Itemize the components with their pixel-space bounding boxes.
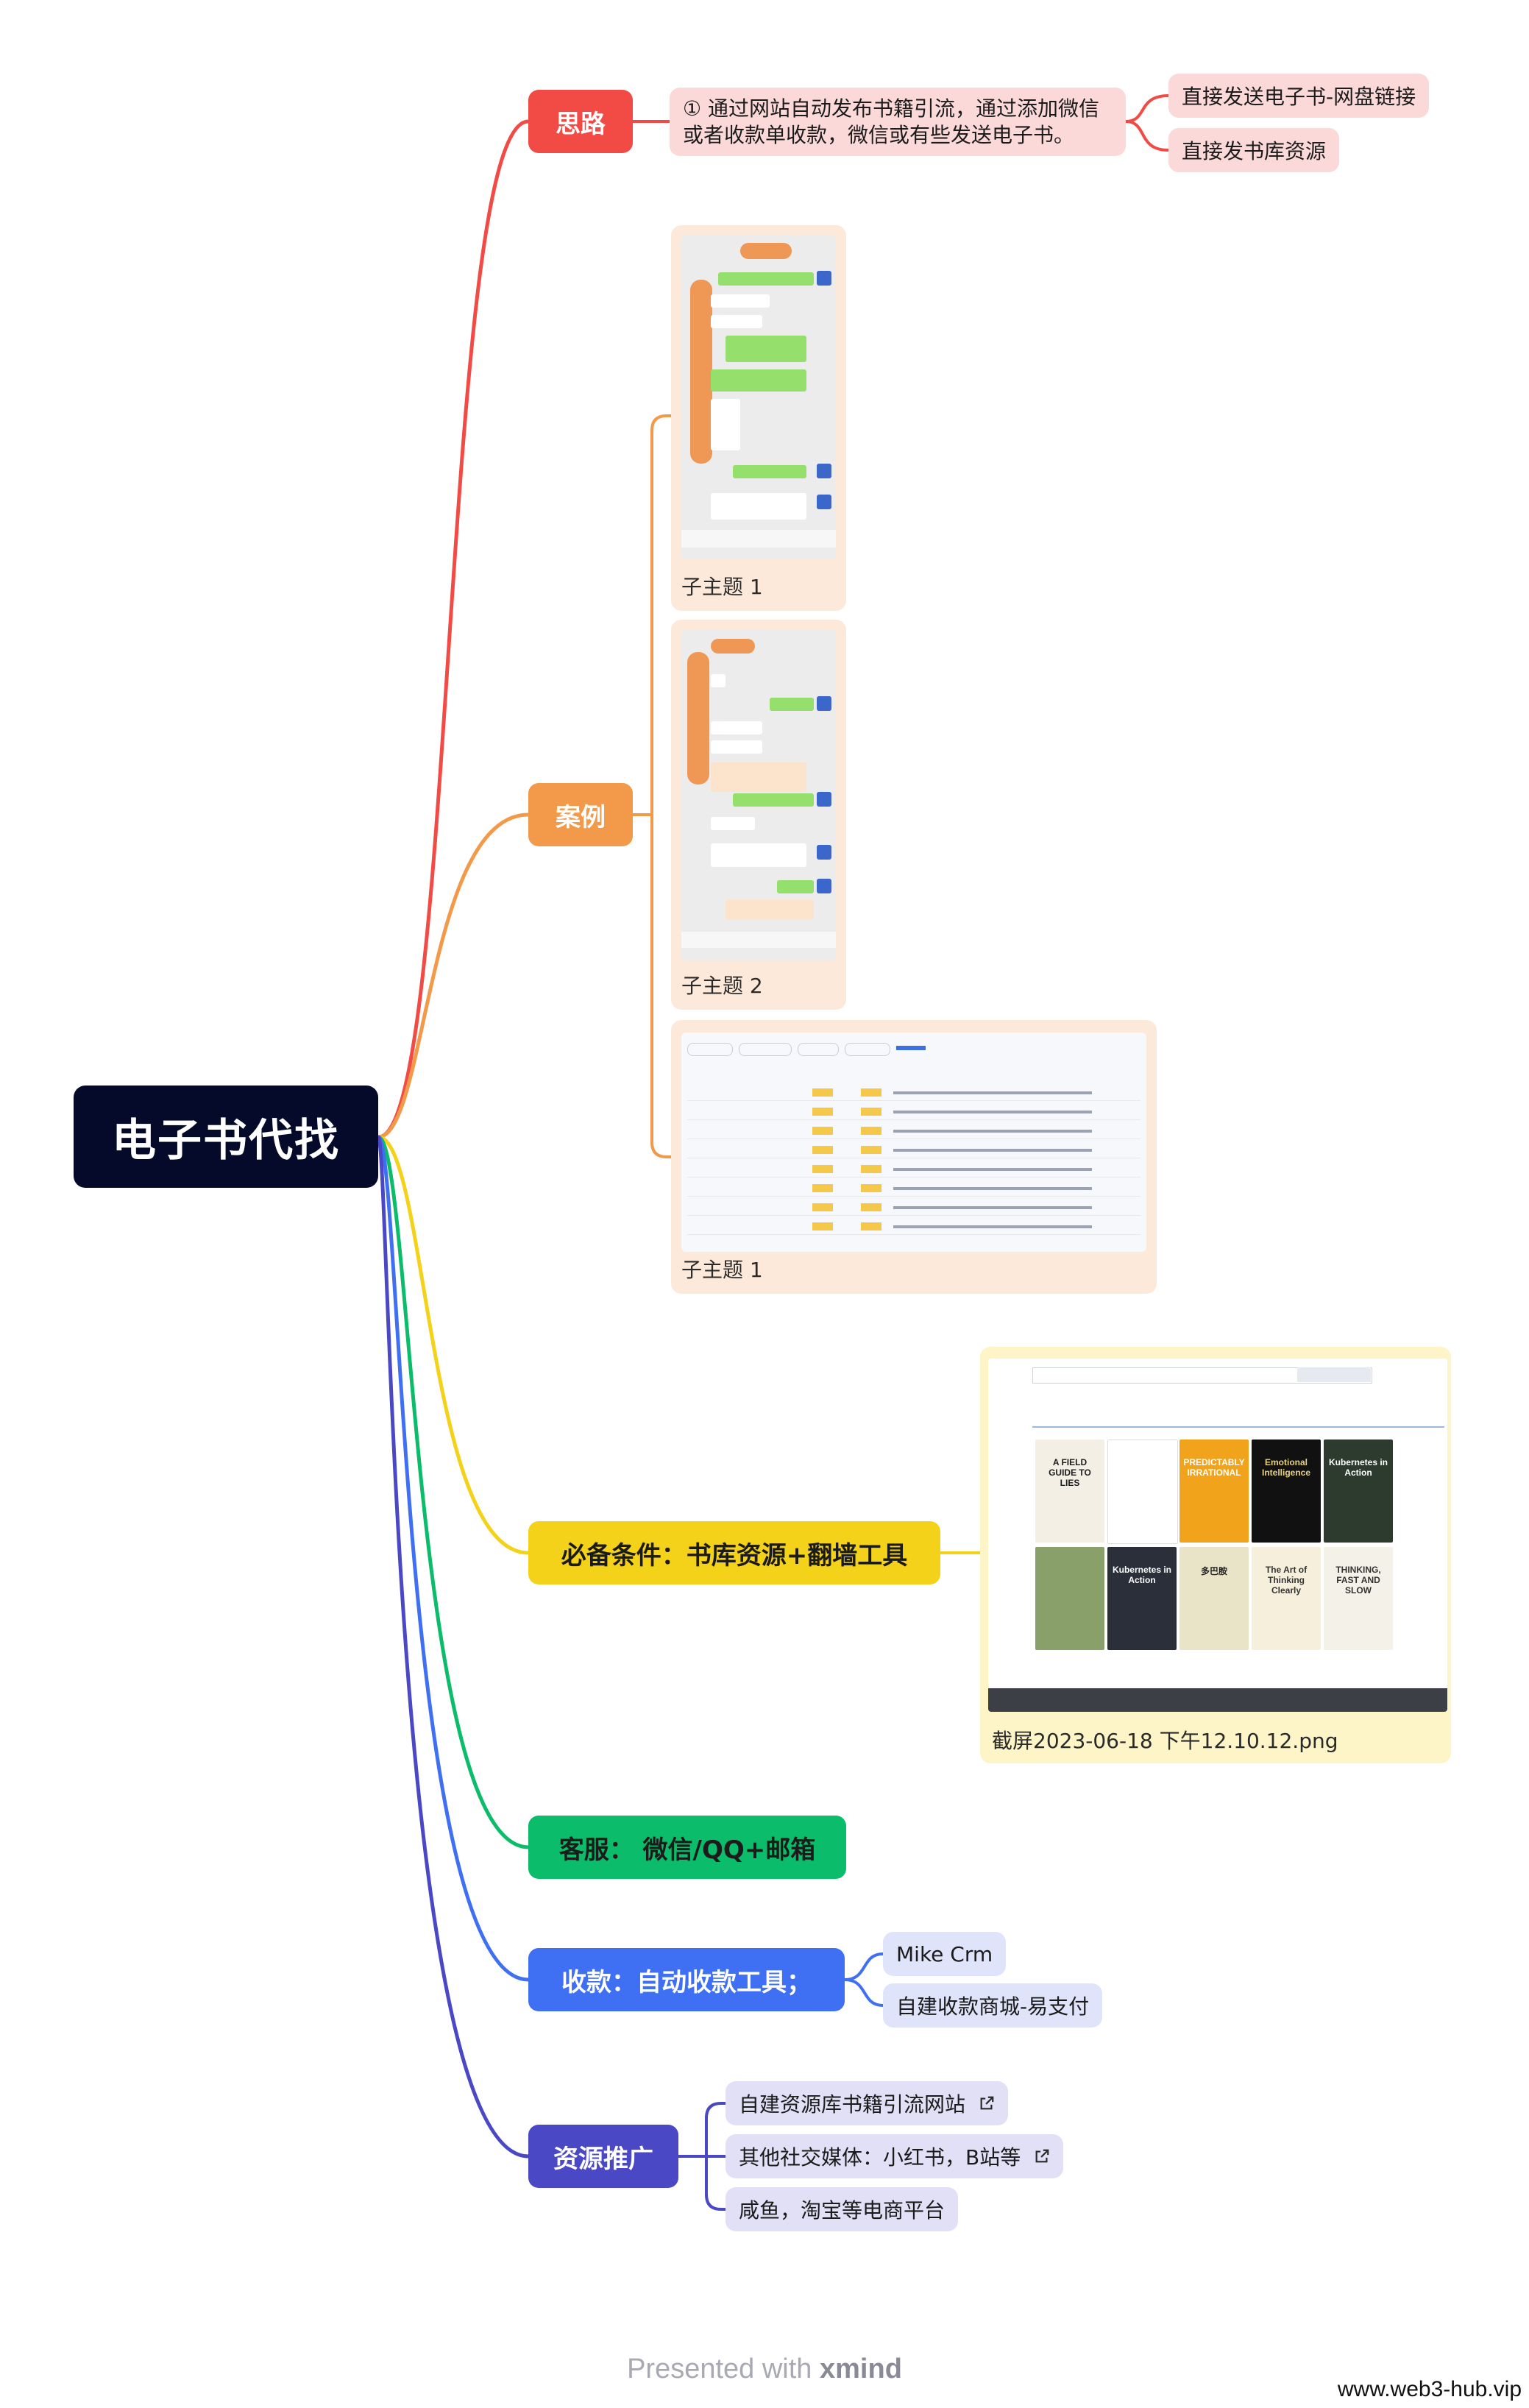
footer-prefix: Presented with (627, 2354, 820, 2384)
library-screenshot: A FIELD GUIDE TO LIES PREDICTABLY IRRATI… (988, 1359, 1447, 1712)
payment-child-mikecrm[interactable]: Mike Crm (883, 1932, 1007, 1976)
case-card-3-caption: 子主题 1 (681, 1258, 763, 1282)
idea-child-library[interactable]: 直接发书库资源 (1168, 128, 1340, 172)
topic-requirements[interactable]: 必备条件：书库资源+翻墙工具 (528, 1521, 940, 1584)
idea-detail[interactable]: ① 通过网站自动发布书籍引流，通过添加微信或者收款单收款，微信或有些发送电子书。 (670, 88, 1126, 156)
topic-payment[interactable]: 收款：自动收款工具； (528, 1948, 845, 2011)
idea-child-netdisk[interactable]: 直接发送电子书-网盘链接 (1168, 74, 1430, 118)
root-topic[interactable]: 电子书代找 (74, 1086, 378, 1188)
topic-cases[interactable]: 案例 (528, 783, 633, 846)
promotion-child-website-label: 自建资源库书籍引流网站 (739, 2092, 966, 2117)
library-screenshot-caption: 截屏2023-06-18 下午12.10.12.png (992, 1729, 1338, 1753)
promotion-child-social-label: 其他社交媒体：小红书，B站等 (739, 2145, 1021, 2170)
case-card-2-caption: 子主题 2 (681, 974, 763, 998)
watermark: www.web3-hub.vip (1337, 2377, 1522, 2401)
chat-screenshot-1 (681, 236, 836, 559)
case-card-1-caption: 子主题 1 (681, 575, 763, 599)
topic-promotion[interactable]: 资源推广 (528, 2125, 678, 2188)
external-link-icon[interactable] (1034, 2148, 1050, 2164)
chat-screenshot-2 (681, 630, 836, 961)
payment-child-epay[interactable]: 自建收款商城-易支付 (883, 1983, 1103, 2028)
mail-list-screenshot (681, 1033, 1146, 1252)
footer-presented-with: Presented with xmind (0, 2354, 1529, 2385)
external-link-icon[interactable] (979, 2095, 995, 2111)
topic-service[interactable]: 客服： 微信/QQ+邮箱 (528, 1816, 846, 1879)
case-card-1[interactable]: 子主题 1 (671, 225, 846, 611)
promotion-child-ecommerce[interactable]: 咸鱼，淘宝等电商平台 (726, 2187, 959, 2231)
promotion-child-social[interactable]: 其他社交媒体：小红书，B站等 (726, 2134, 1064, 2178)
footer-brand: xmind (820, 2354, 902, 2384)
promotion-child-website[interactable]: 自建资源库书籍引流网站 (726, 2081, 1009, 2125)
case-card-2[interactable]: 子主题 2 (671, 620, 846, 1010)
topic-idea[interactable]: 思路 (528, 90, 633, 153)
